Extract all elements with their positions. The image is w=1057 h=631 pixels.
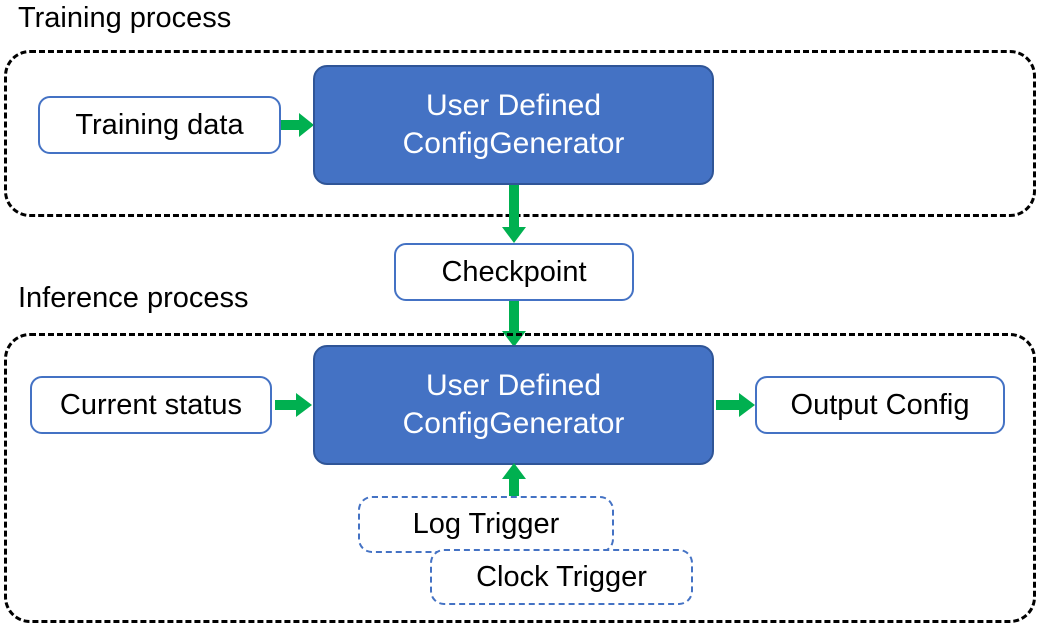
training-data-node[interactable]: Training data: [38, 96, 281, 154]
clock-trigger-node[interactable]: Clock Trigger: [430, 549, 693, 605]
log-trigger-node[interactable]: Log Trigger: [358, 496, 614, 553]
arrow-training-processor-to-checkpoint: [499, 185, 529, 245]
training-config-generator-node[interactable]: User Defined ConfigGenerator: [313, 65, 714, 185]
current-status-node[interactable]: Current status: [30, 376, 272, 434]
training-data-label: Training data: [75, 108, 244, 141]
arrow-current-status-to-processor: [275, 390, 313, 420]
output-config-label: Output Config: [790, 388, 970, 421]
checkpoint-label: Checkpoint: [441, 255, 587, 288]
output-config-node[interactable]: Output Config: [755, 376, 1005, 434]
training-process-container: [4, 50, 1036, 217]
inference-process-label: Inference process: [18, 282, 249, 314]
training-processor-line2: ConfigGenerator: [402, 127, 625, 160]
arrow-triggers-to-processor: [499, 463, 529, 503]
checkpoint-node[interactable]: Checkpoint: [394, 243, 634, 301]
log-trigger-label: Log Trigger: [412, 508, 560, 541]
inference-config-generator-node[interactable]: User Defined ConfigGenerator: [313, 345, 714, 465]
arrow-training-data-to-processor: [281, 110, 315, 140]
clock-trigger-label: Clock Trigger: [476, 560, 647, 593]
current-status-label: Current status: [59, 388, 243, 421]
inference-processor-line2: ConfigGenerator: [402, 407, 625, 440]
training-process-label: Training process: [18, 2, 232, 34]
inference-process-container: [4, 333, 1036, 623]
training-processor-line1: User Defined: [425, 88, 602, 122]
arrow-processor-to-output-config: [716, 390, 756, 420]
inference-processor-line1: User Defined: [425, 368, 602, 402]
